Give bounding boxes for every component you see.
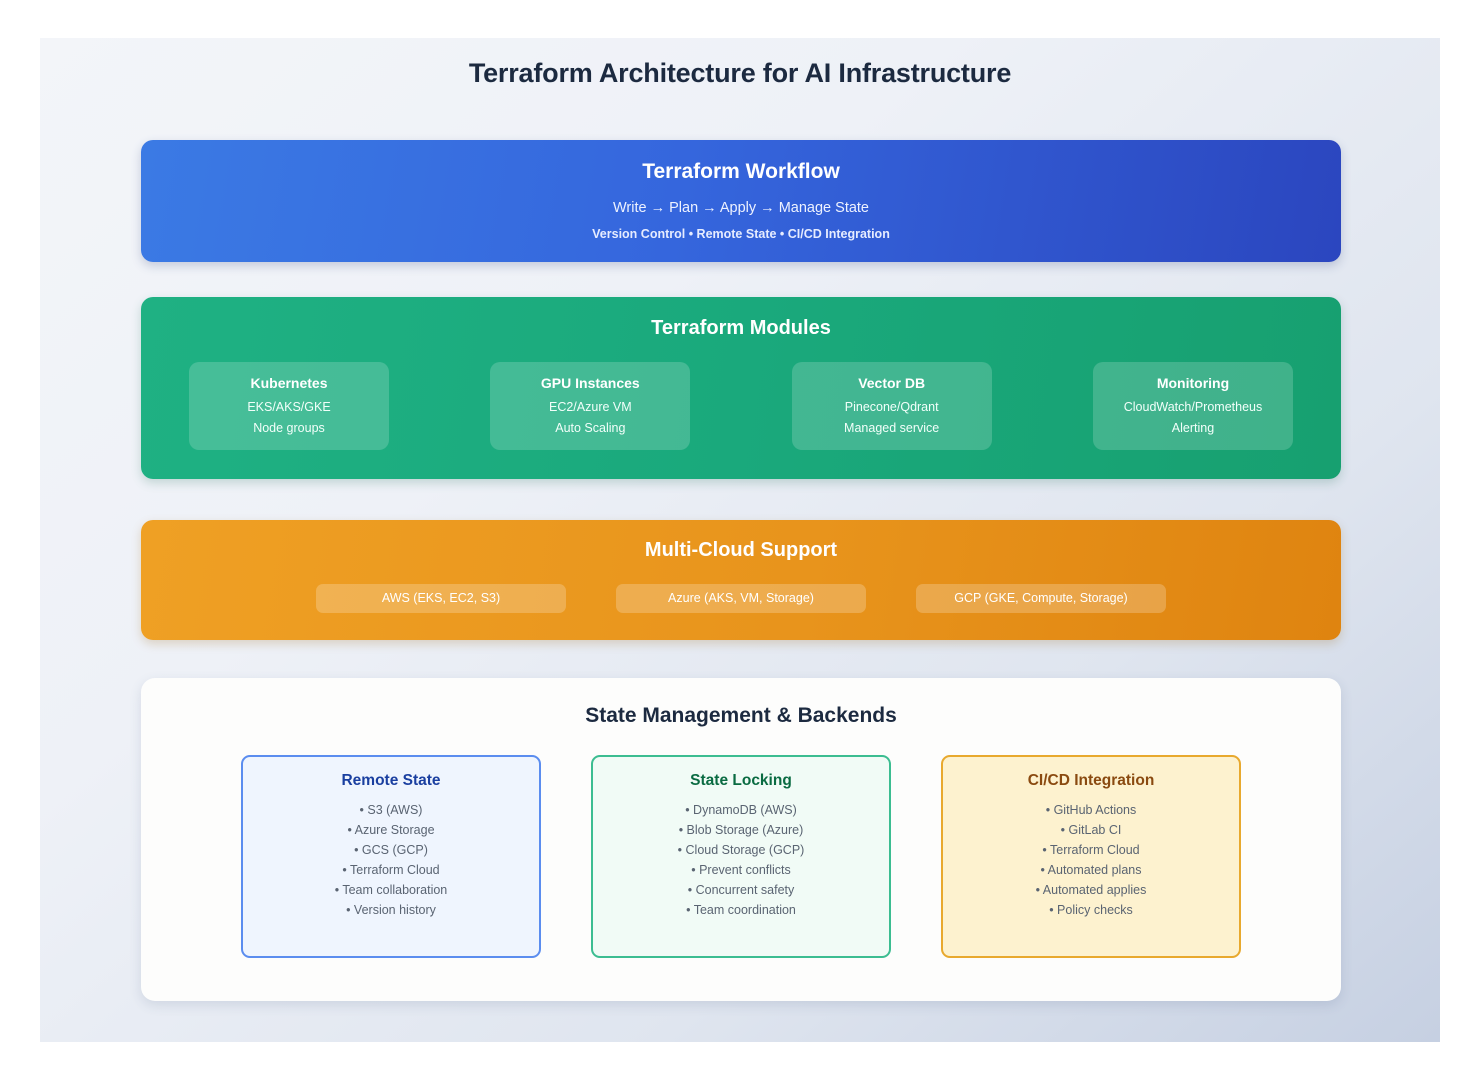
state-card-item: • Version history: [346, 903, 436, 917]
diagram-canvas: Terraform Architecture for AI Infrastruc…: [40, 38, 1440, 1042]
state-card-item: • Blob Storage (Azure): [678, 823, 804, 837]
module-line-1: CloudWatch/Prometheus: [1123, 400, 1263, 414]
state-card-item: • Cloud Storage (GCP): [677, 843, 805, 857]
module-card-gpu-instances[interactable]: GPU Instances EC2/Azure VM Auto Scaling: [490, 362, 691, 450]
state-card-item: • Azure Storage: [347, 823, 435, 837]
module-card-vector-db[interactable]: Vector DB Pinecone/Qdrant Managed servic…: [791, 362, 992, 450]
module-line-2: Managed service: [844, 421, 940, 435]
state-card-item: • Concurrent safety: [687, 883, 795, 897]
workflow-features: Version Control • Remote State • CI/CD I…: [592, 227, 890, 241]
state-card-cicd-integration[interactable]: CI/CD Integration • GitHub Actions • Git…: [941, 755, 1241, 958]
module-title: Monitoring: [1156, 375, 1230, 391]
module-title: GPU Instances: [540, 375, 640, 391]
multicloud-heading: Multi-Cloud Support: [644, 539, 838, 561]
multicloud-pill-row: AWS (EKS, EC2, S3) Azure (AKS, VM, Stora…: [141, 584, 1341, 613]
workflow-flow-steps: Write → Plan → Apply → Manage State: [612, 200, 869, 216]
cloud-pill-gcp[interactable]: GCP (GKE, Compute, Storage): [916, 584, 1166, 613]
section-terraform-modules: Terraform Modules Kubernetes EKS/AKS/GKE…: [141, 297, 1341, 479]
cloud-pill-aws[interactable]: AWS (EKS, EC2, S3): [316, 584, 566, 613]
state-card-title: Remote State: [341, 772, 441, 789]
state-card-item: • Policy checks: [1049, 903, 1133, 917]
state-card-item: • Team collaboration: [334, 883, 448, 897]
page-title: Terraform Architecture for AI Infrastruc…: [468, 58, 1012, 88]
cloud-pill-azure[interactable]: Azure (AKS, VM, Storage): [616, 584, 866, 613]
state-card-item: • Team coordination: [686, 903, 796, 917]
modules-heading: Terraform Modules: [651, 317, 831, 339]
module-line-2: Alerting: [1171, 421, 1215, 435]
state-card-item: • DynamoDB (AWS): [685, 803, 797, 817]
modules-row: Kubernetes EKS/AKS/GKE Node groups GPU I…: [141, 362, 1341, 450]
section-state-management: State Management & Backends Remote State…: [141, 678, 1341, 1001]
state-management-heading: State Management & Backends: [585, 704, 897, 727]
module-line-2: Node groups: [253, 421, 325, 435]
section-multi-cloud-support: Multi-Cloud Support AWS (EKS, EC2, S3) A…: [141, 520, 1341, 640]
section-terraform-workflow: Terraform Workflow Write → Plan → Apply …: [141, 140, 1341, 262]
state-card-item: • GitLab CI: [1060, 823, 1122, 837]
state-card-title: State Locking: [690, 772, 792, 789]
state-card-item: • Prevent conflicts: [691, 863, 791, 877]
state-card-item: • Terraform Cloud: [342, 863, 440, 877]
module-card-monitoring[interactable]: Monitoring CloudWatch/Prometheus Alertin…: [1092, 362, 1293, 450]
state-card-item: • Automated applies: [1035, 883, 1147, 897]
state-card-state-locking[interactable]: State Locking • DynamoDB (AWS) • Blob St…: [591, 755, 891, 958]
module-title: Vector DB: [858, 375, 926, 391]
state-card-title: CI/CD Integration: [1027, 772, 1155, 789]
state-card-item: • GCS (GCP): [354, 843, 428, 857]
state-card-item: • Automated plans: [1040, 863, 1142, 877]
module-line-2: Auto Scaling: [555, 421, 626, 435]
state-card-row: Remote State • S3 (AWS) • Azure Storage …: [141, 755, 1341, 958]
module-line-1: EKS/AKS/GKE: [247, 400, 331, 414]
module-title: Kubernetes: [250, 375, 328, 391]
workflow-heading: Terraform Workflow: [642, 160, 840, 183]
state-card-item: • S3 (AWS): [359, 803, 423, 817]
module-line-1: Pinecone/Qdrant: [844, 400, 939, 414]
module-card-kubernetes[interactable]: Kubernetes EKS/AKS/GKE Node groups: [189, 362, 389, 450]
state-card-item: • GitHub Actions: [1045, 803, 1137, 817]
module-line-1: EC2/Azure VM: [548, 400, 632, 414]
state-card-item: • Terraform Cloud: [1042, 843, 1140, 857]
state-card-remote-state[interactable]: Remote State • S3 (AWS) • Azure Storage …: [241, 755, 541, 958]
